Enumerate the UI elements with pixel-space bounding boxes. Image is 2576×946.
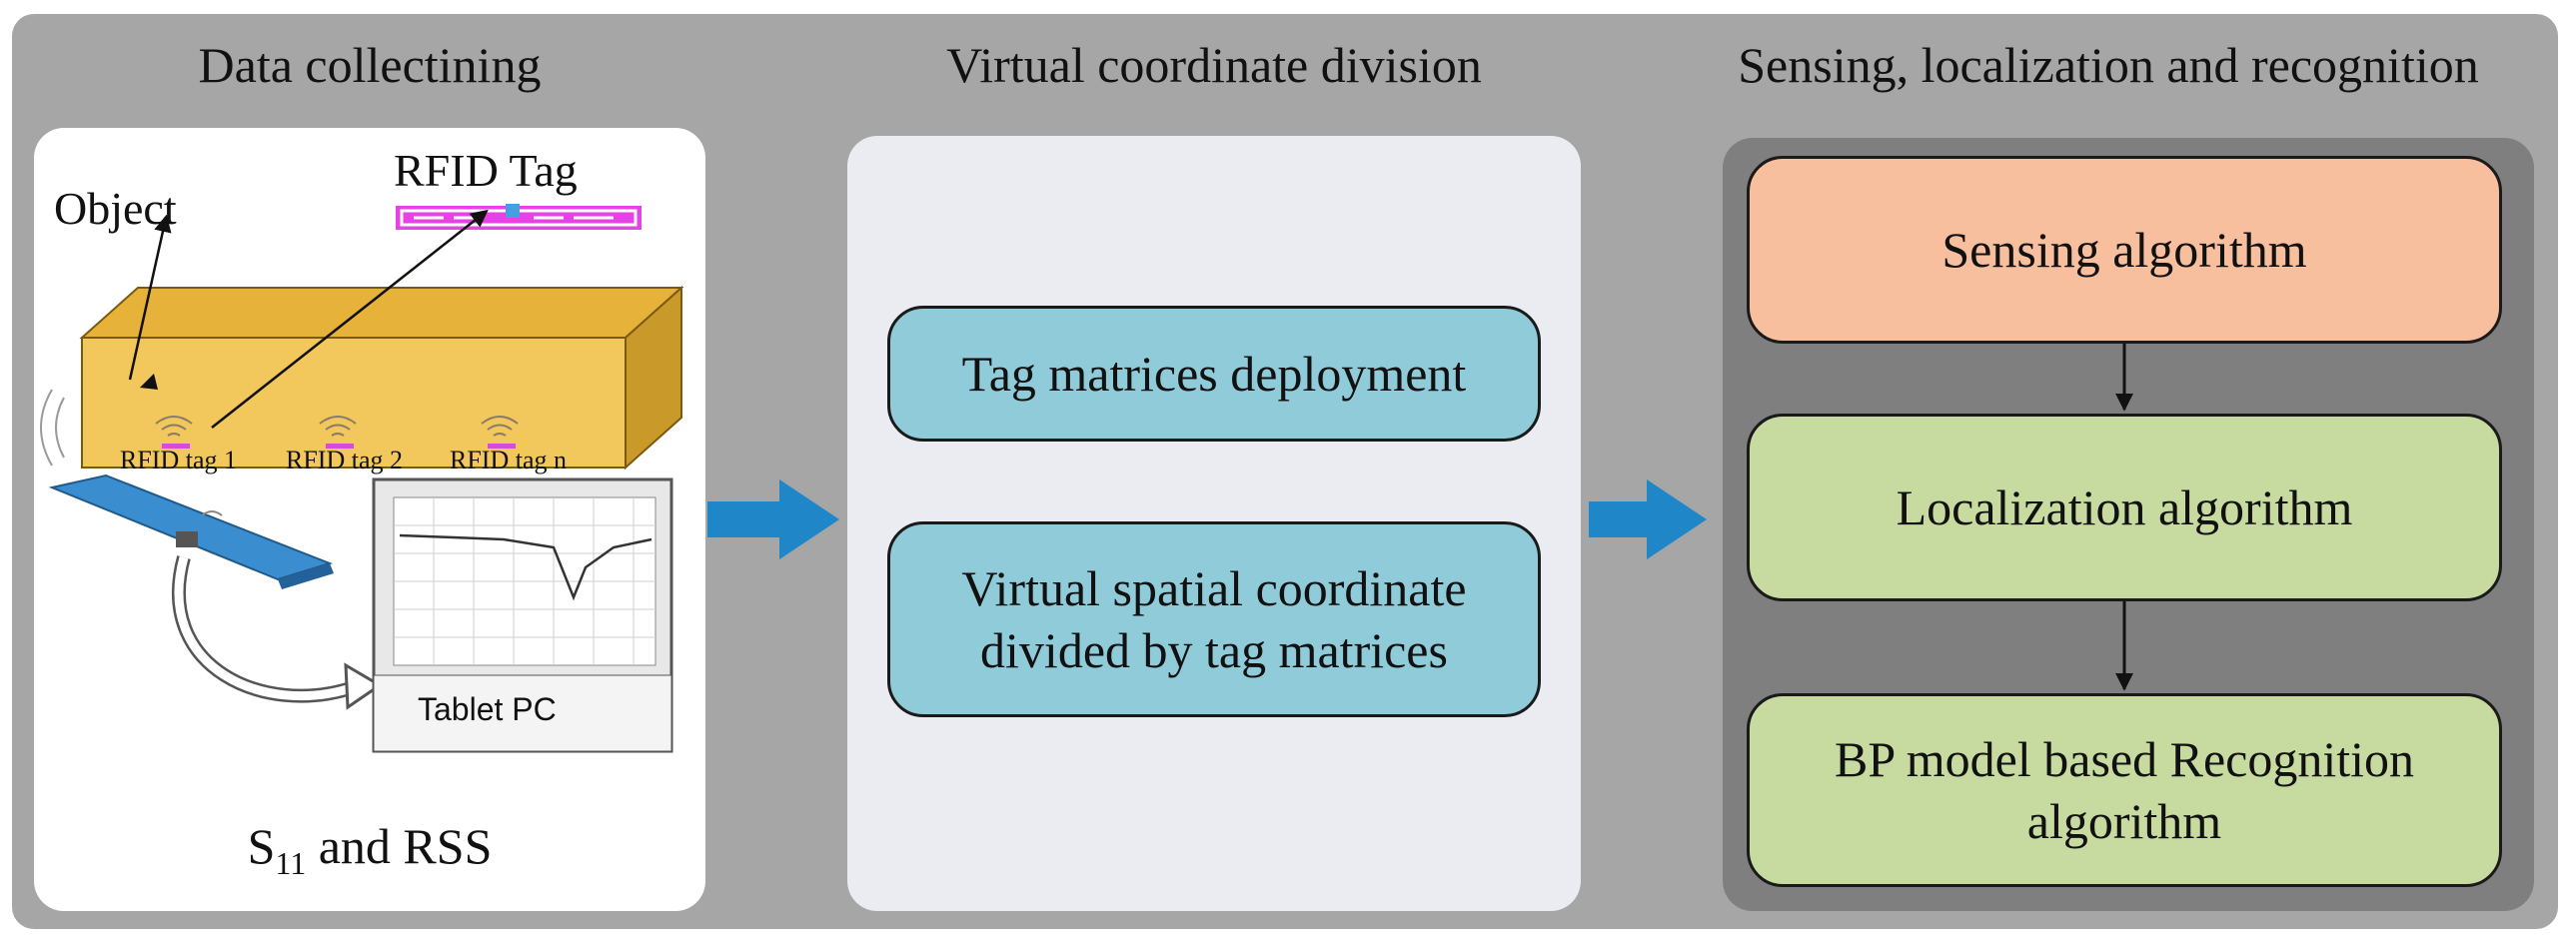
tag-marker-2: [326, 444, 354, 449]
reader-antenna: [48, 473, 334, 589]
data-collecting-illustration: [40, 204, 684, 753]
virtual-spatial-coordinate-line2: divided by tag matrices: [980, 622, 1448, 678]
rfid-tag-1-label: RFID tag 1: [120, 446, 237, 474]
title-data-collecting: Data collectining: [198, 37, 542, 93]
measurement-rest: and RSS: [306, 818, 493, 874]
recognition-algorithm-line1: BP model based Recognition: [1834, 730, 2415, 787]
rfid-tag-2-label: RFID tag 2: [286, 446, 403, 474]
radio-wave-icon: [40, 389, 65, 467]
object-label: Object: [54, 183, 177, 234]
rfid-tag-n-label: RFID tag n: [450, 446, 567, 474]
localization-algorithm-box: Localization algorithm: [1747, 414, 2502, 601]
recognition-algorithm-box: BP model based Recognition algorithm: [1747, 693, 2502, 887]
curved-flow-arrow: [171, 555, 357, 703]
recognition-algorithm-line2: algorithm: [2026, 793, 2222, 849]
tablet-pc-label: Tablet PC: [418, 691, 557, 727]
localization-algorithm-text: Localization algorithm: [1896, 478, 2353, 535]
measurement-subscript: 11: [275, 845, 307, 881]
tag-pointer-arrow: [211, 209, 489, 429]
object-container-box: [79, 285, 684, 471]
measurement-label: S11 and RSS: [34, 817, 705, 882]
object-pointer-arrow: [128, 214, 172, 381]
measurement-symbol: S: [247, 818, 276, 874]
tag-matrices-deployment-text: Tag matrices deployment: [961, 345, 1467, 402]
sensing-algorithm-box: Sensing algorithm: [1747, 156, 2502, 344]
tag-marker-1: [162, 444, 190, 449]
tag-signal-icons: [155, 416, 519, 437]
virtual-spatial-coordinate-line1: Virtual spatial coordinate: [961, 559, 1467, 616]
title-virtual-coordinate-division: Virtual coordinate division: [946, 37, 1482, 93]
tag-marker-n: [488, 444, 516, 449]
virtual-spatial-coordinate-box: Virtual spatial coordinate divided by ta…: [887, 521, 1541, 717]
title-sensing-localization-recognition: Sensing, localization and recognition: [1738, 37, 2479, 93]
rfid-tag-strip: [396, 204, 642, 230]
data-collecting-panel: Object RFID Tag RFID tag 1 RFID tag 2 RF…: [34, 128, 705, 911]
rfid-tag-label: RFID Tag: [394, 145, 578, 196]
tag-matrices-deployment-box: Tag matrices deployment: [887, 306, 1541, 442]
sensing-algorithm-text: Sensing algorithm: [1941, 221, 2307, 278]
tablet-pc: [372, 477, 673, 753]
object-marker: [140, 374, 158, 390]
